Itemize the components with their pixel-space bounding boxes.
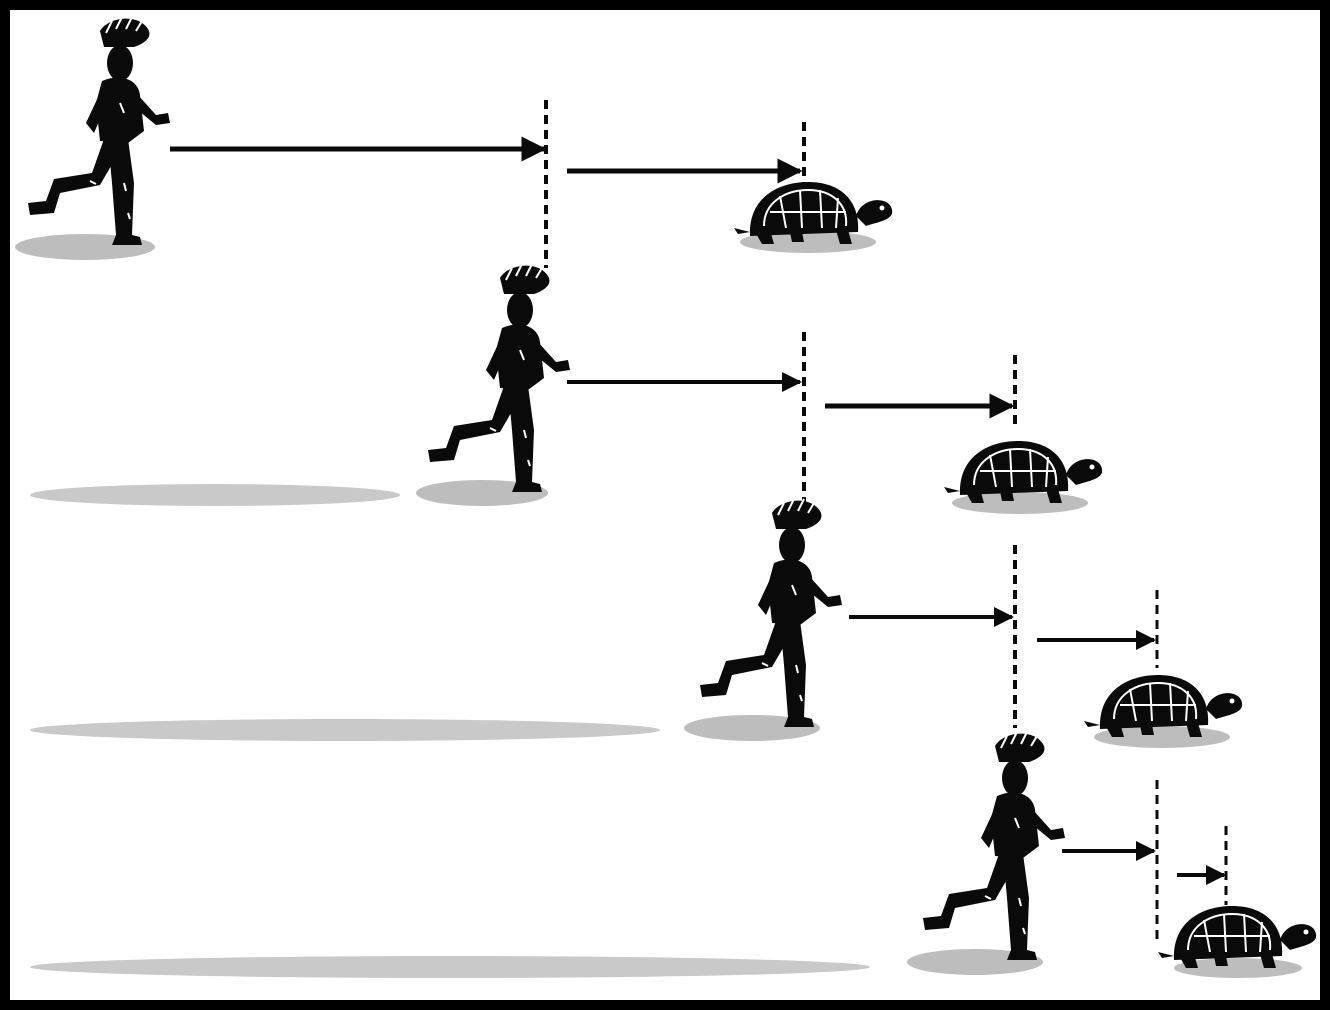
- stage-2: [30, 263, 1104, 514]
- stage-3: [30, 498, 1244, 748]
- ground-shadow: [30, 484, 400, 506]
- ground-shadow: [30, 719, 660, 741]
- ground-shadow: [684, 715, 820, 741]
- stage-4: [30, 731, 1318, 978]
- ground-shadow: [30, 956, 870, 978]
- stage-1: [15, 16, 894, 268]
